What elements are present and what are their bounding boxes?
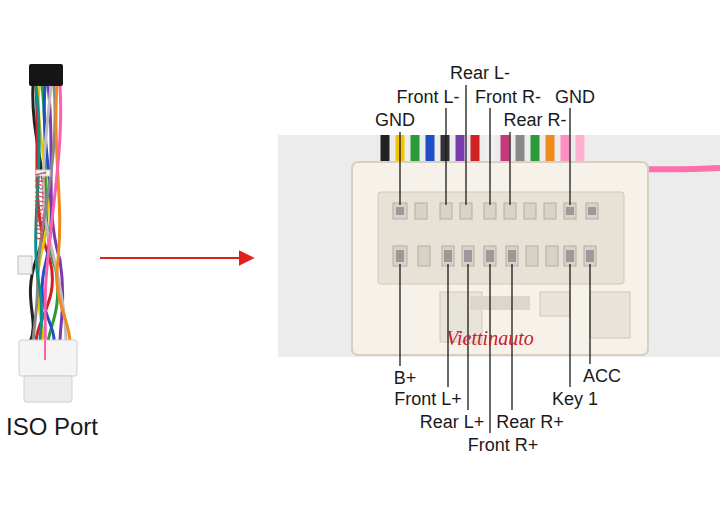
connector-housing bbox=[352, 162, 648, 355]
pin-label: ACC bbox=[583, 367, 621, 385]
pin-label: Rear R- bbox=[503, 111, 566, 129]
pin-label: GND bbox=[555, 88, 595, 106]
harness-node: ISO Port bbox=[5, 55, 100, 455]
pin-label: Front R- bbox=[475, 88, 541, 106]
leader-lines bbox=[400, 85, 590, 433]
pin-label: Rear L+ bbox=[420, 413, 485, 431]
connector-node: Viettinauto bbox=[255, 135, 720, 357]
watermark: Viettinauto bbox=[32, 170, 48, 240]
pin-label: B+ bbox=[394, 369, 417, 387]
pin-label: GND bbox=[375, 111, 415, 129]
pin-label: Front L- bbox=[396, 88, 459, 106]
pin-label: Front R+ bbox=[468, 436, 539, 454]
pointer-arrow bbox=[100, 257, 253, 259]
pin-label: Rear L- bbox=[450, 64, 510, 82]
watermark: Viettinauto bbox=[446, 328, 533, 348]
pin-label: Front L+ bbox=[394, 390, 462, 408]
pin-label: Rear R+ bbox=[496, 413, 564, 431]
pin-label: Key 1 bbox=[552, 390, 598, 408]
pin-slots bbox=[393, 203, 598, 266]
pin-metal bbox=[396, 207, 596, 262]
harness bbox=[18, 64, 77, 402]
photo-ground bbox=[278, 135, 720, 357]
port-name: ISO Port bbox=[6, 415, 98, 439]
